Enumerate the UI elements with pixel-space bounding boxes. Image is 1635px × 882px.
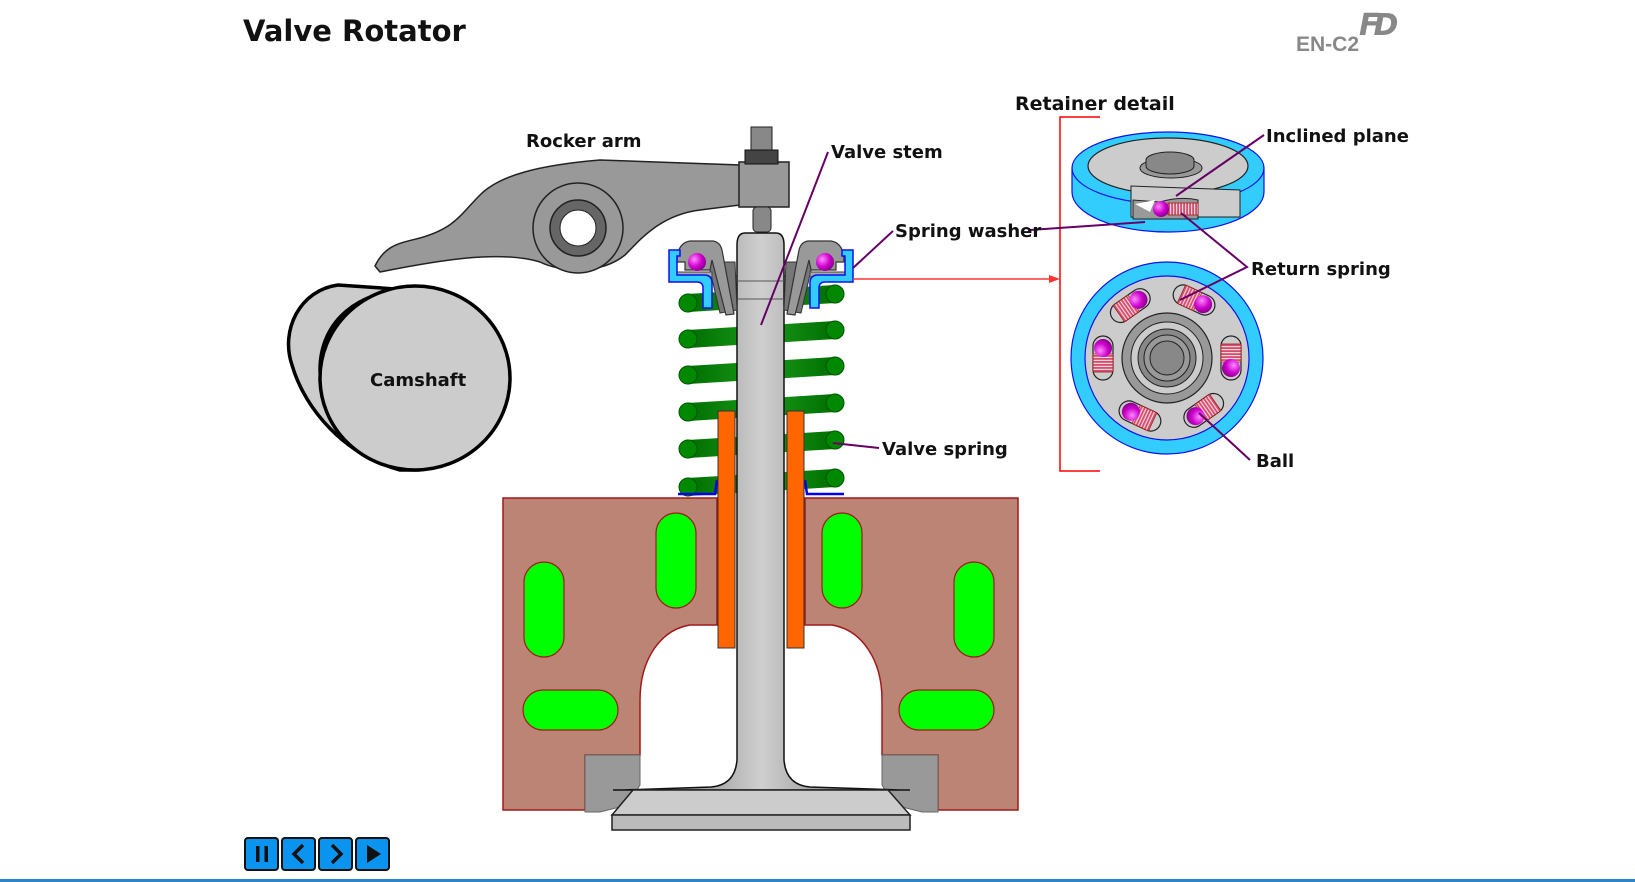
label-retainer-detail: Retainer detail (1015, 93, 1175, 115)
spring-seat (678, 479, 719, 496)
pointer-lines (760, 134, 1265, 461)
next-button[interactable] (318, 837, 353, 871)
adjusting-screw (750, 126, 773, 153)
label-camshaft: Camshaft (370, 370, 467, 391)
ball-pocket (1220, 335, 1242, 381)
label-spring-washer: Spring washer (895, 221, 1041, 242)
coolant-passage (953, 561, 995, 658)
coolant-passage (821, 512, 863, 609)
ball-pocket (1183, 392, 1225, 428)
ball-pocket (1092, 335, 1114, 381)
retainer-detail-top (1070, 261, 1264, 455)
valve (610, 232, 912, 831)
valve-guide (717, 410, 736, 649)
coolant-passage (523, 561, 565, 658)
ball (1194, 295, 1213, 314)
ball-pocket (1118, 400, 1162, 432)
label-valve-stem: Valve stem (831, 142, 943, 163)
label-rocker-arm: Rocker arm (526, 131, 642, 152)
label-inclined-plane: Inclined plane (1266, 126, 1409, 147)
coolant-passage (898, 689, 995, 731)
ball (816, 253, 834, 271)
playback-controls (244, 837, 390, 871)
logo: EN-C2FD (1296, 8, 1398, 56)
logo-mark: FD (1359, 8, 1398, 43)
ball (1094, 339, 1112, 357)
play-button[interactable] (355, 837, 390, 871)
return-spring (1167, 202, 1199, 216)
ball-pocket (1109, 288, 1151, 324)
label-return-spring: Return spring (1251, 259, 1391, 280)
ball (1153, 201, 1169, 217)
coolant-passage (522, 689, 619, 731)
detail-callout (853, 116, 1100, 472)
spring-seat (803, 479, 844, 496)
ball (1222, 359, 1240, 377)
label-valve-spring: Valve spring (882, 439, 1008, 460)
coolant-passage (655, 512, 697, 609)
ball (1121, 402, 1140, 421)
previous-button[interactable] (281, 837, 316, 871)
chevron-right-icon (330, 843, 343, 865)
label-ball: Ball (1256, 451, 1294, 472)
logo-code: EN-C2 (1296, 33, 1360, 56)
rocker-arm (374, 126, 790, 274)
ball (688, 253, 706, 271)
valve-rotator-assembly (668, 240, 854, 316)
ball (1129, 290, 1148, 309)
pause-button[interactable] (244, 837, 279, 871)
play-icon (366, 845, 381, 863)
bottom-divider (0, 879, 1635, 882)
page-title: Valve Rotator (243, 14, 466, 48)
retainer-detail-3d (1071, 131, 1265, 233)
ball (1186, 407, 1205, 426)
valve-guide (786, 410, 805, 649)
camshaft (286, 283, 512, 472)
pause-icon (255, 846, 268, 862)
chevron-left-icon (291, 843, 304, 865)
